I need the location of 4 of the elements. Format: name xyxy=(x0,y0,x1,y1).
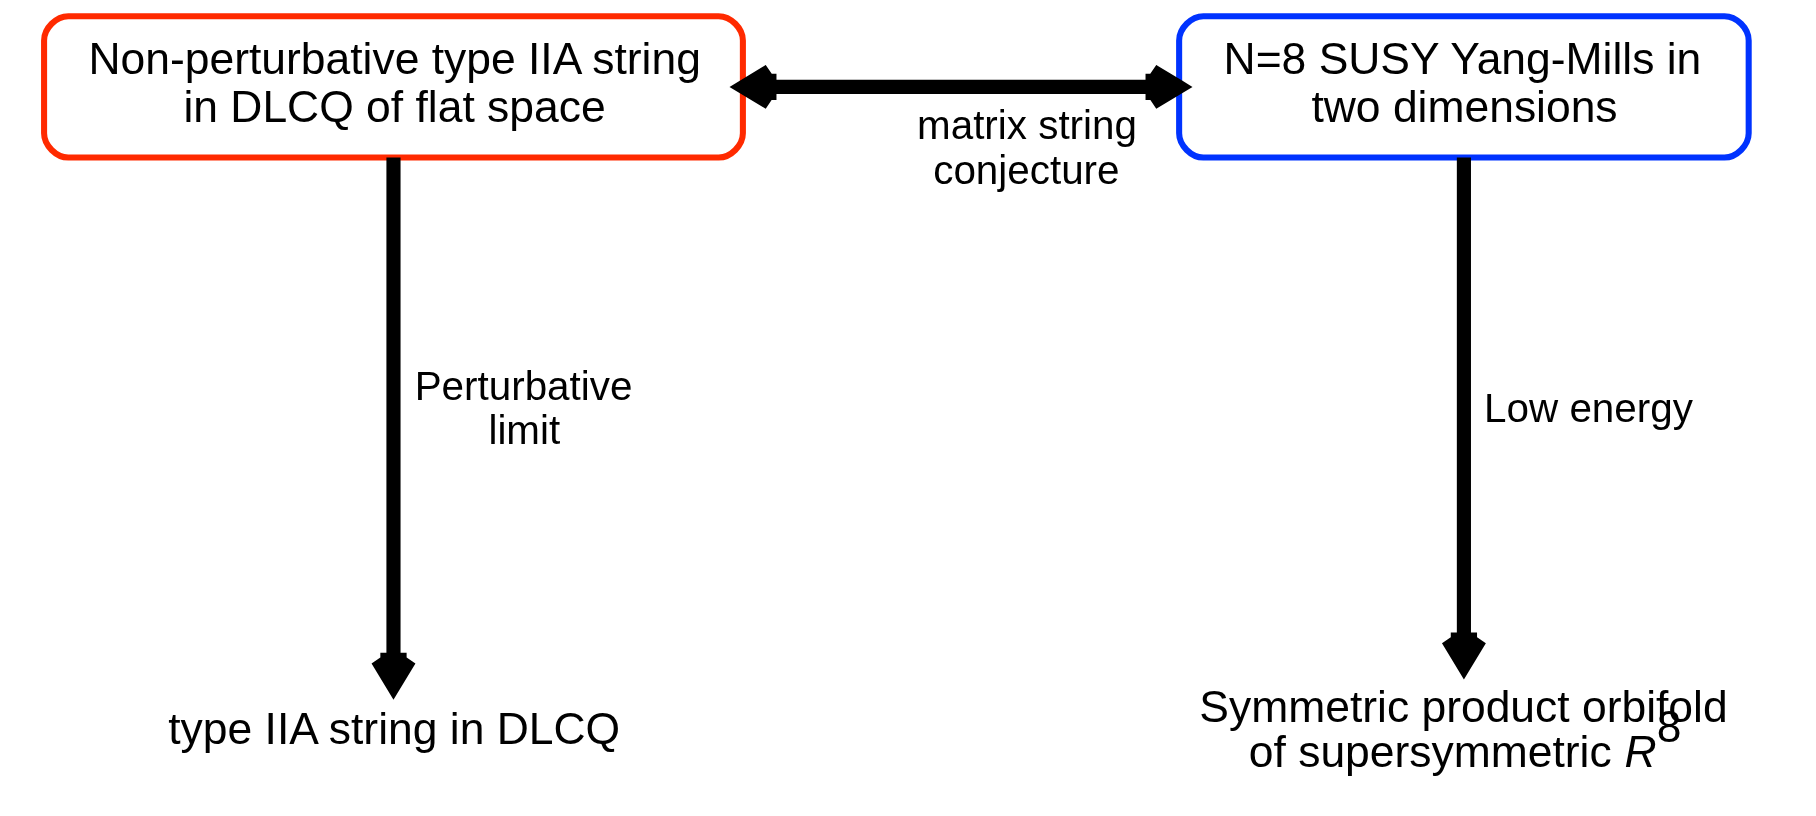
edge-label: Perturbative limit xyxy=(414,362,632,454)
node-text: type IIA string in DLCQ xyxy=(167,704,620,754)
edge-label: matrix string conjecture xyxy=(916,102,1137,193)
edge-label: Low energy xyxy=(1483,385,1693,432)
